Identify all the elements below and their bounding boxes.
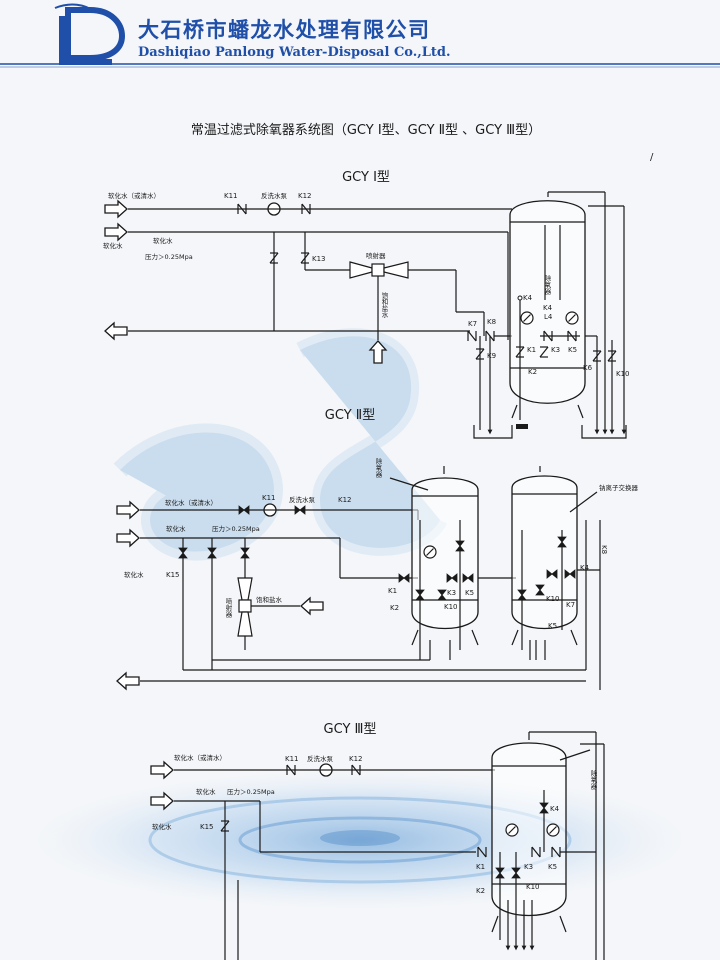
valve-k4b: K4 [543, 304, 553, 312]
label-exchanger: 钠离子交换器 [599, 483, 639, 492]
valve3-k5: K5 [548, 863, 557, 871]
page-title: 常温过滤式除氧器系统图（GCY Ⅰ型、GCY Ⅱ型 、GCY Ⅲ型） [191, 123, 541, 138]
label-soft-or-clear-2: 软化水（或清水） [165, 498, 217, 507]
valve-k6: K6 [583, 364, 593, 372]
valve-k10: K10 [616, 370, 630, 378]
valve-k12: K12 [298, 192, 312, 200]
valve3-k4: K4 [550, 805, 560, 813]
inlet-arrow-3 [116, 501, 140, 519]
label-backwash-pump: 反洗水泵 [261, 191, 288, 200]
outlet-arrow [104, 322, 128, 340]
label-ejector: 喷射器 [366, 251, 386, 260]
valve2-k2: K2 [390, 604, 399, 612]
valve2-k4: K4 [580, 564, 590, 572]
label-soft-or-clear: 软化水（或清水） [108, 191, 160, 200]
label-deaerator: 除氧器 [543, 274, 551, 296]
ejector-1 [349, 261, 409, 279]
valve3-k10: K10 [526, 883, 540, 891]
deaerator-tank-1 [509, 200, 586, 429]
label-soft-left-3: 软化水 [152, 822, 172, 831]
inlet-arrow-2 [104, 223, 128, 241]
diagram3-title: GCY Ⅲ型 [324, 722, 377, 737]
valve2-k10: K10 [444, 603, 458, 611]
deaerator-tank-2 [411, 477, 479, 646]
valve2-k10b: K10 [546, 595, 560, 603]
outlet-arrow-2 [116, 672, 140, 690]
valve2-k5: K5 [465, 589, 474, 597]
valve3-k11: K11 [285, 755, 299, 763]
diagram-gcy-2: GCY Ⅱ型 软化水（或清水） 软化水 软化水 压力＞0.25Mpa K11 反… [116, 408, 639, 690]
diagram2-title: GCY Ⅱ型 [325, 408, 375, 423]
valve-k7: K7 [468, 320, 477, 328]
valve2-k5b: K5 [548, 622, 557, 630]
label-brine: 饱和盐水 [380, 291, 388, 319]
label-ejector-2: 喷射器 [224, 597, 232, 619]
ejector-2 [237, 577, 253, 637]
valve2-k3: K3 [447, 589, 456, 597]
valve2-k1: K1 [388, 587, 397, 595]
valve3-k15: K15 [200, 823, 214, 831]
label-backwash-pump-2: 反洗水泵 [289, 495, 316, 504]
company-name-en: Dashiqiao Panlong Water-Disposal Co.,Ltd… [138, 45, 451, 60]
valve-k9: K9 [487, 352, 496, 360]
label-deaerator-3: 除氧器 [589, 769, 597, 791]
ion-exchanger-tank [511, 475, 578, 646]
label-soft-or-clear-3: 软化水（或清水） [174, 753, 226, 762]
valve3-k3: K3 [524, 863, 533, 871]
label-soft-left-2: 软化水 [124, 570, 144, 579]
company-logo [54, 3, 126, 65]
valve2-k12: K12 [338, 496, 352, 504]
stray-mark: / [650, 152, 654, 163]
valve3-k1: K1 [476, 863, 485, 871]
label-brine-2: 饱和盐水 [256, 595, 283, 604]
label-soft-2: 软化水 [166, 524, 186, 533]
label-backwash-pump-3: 反洗水泵 [307, 754, 334, 763]
label-pressure-2: 压力＞0.25Mpa [212, 524, 260, 533]
label-pressure-3: 压力＞0.25Mpa [227, 787, 275, 796]
valve-k13: K13 [312, 255, 326, 263]
valve3-k2: K2 [476, 887, 485, 895]
valve-k8: K8 [487, 318, 496, 326]
valve-k4: K4 [523, 294, 533, 302]
valve-k5: K5 [568, 346, 577, 354]
valve3-k12: K12 [349, 755, 363, 763]
label-soft-3: 软化水 [196, 787, 216, 796]
valve-k2: K2 [528, 368, 537, 376]
label-pressure: 压力＞0.25Mpa [145, 252, 193, 261]
valve2-k8: K8 [600, 545, 608, 554]
valve2-k7: K7 [566, 601, 575, 609]
company-name-cn: 大石桥市蟠龙水处理有限公司 [138, 18, 431, 42]
valve-k3: K3 [551, 346, 560, 354]
company-header: 大石桥市蟠龙水处理有限公司 Dashiqiao Panlong Water-Di… [0, 3, 720, 68]
valve-l4: L4 [544, 313, 553, 321]
deaerator-tank-3 [491, 742, 567, 933]
inlet-arrow-1 [104, 200, 128, 218]
valve2-k15: K15 [166, 571, 180, 579]
label-deaerator-2: 除氧器 [374, 457, 382, 479]
backwash-pump-icon [267, 202, 281, 216]
valve-k11: K11 [224, 192, 238, 200]
brine-inlet-arrow-2 [300, 597, 324, 615]
label-soft: 软化水 [153, 236, 173, 245]
label-soft-left: 软化水 [103, 241, 123, 250]
valve2-k11: K11 [262, 494, 276, 502]
diagram1-title: GCY Ⅰ型 [342, 170, 390, 185]
diagram-gcy-1: GCY Ⅰ型 软化水（或清水） 软化水 软化水 压力＞0.25Mpa K11 反… [103, 170, 630, 439]
diagram-gcy-3: GCY Ⅲ型 软化水（或清水） 软化水 压力＞0.25Mpa 软化水 K11 反… [150, 722, 605, 960]
inlet-arrow-4 [116, 529, 140, 547]
inlet-arrow-5 [150, 761, 174, 779]
valve-k1: K1 [527, 346, 536, 354]
